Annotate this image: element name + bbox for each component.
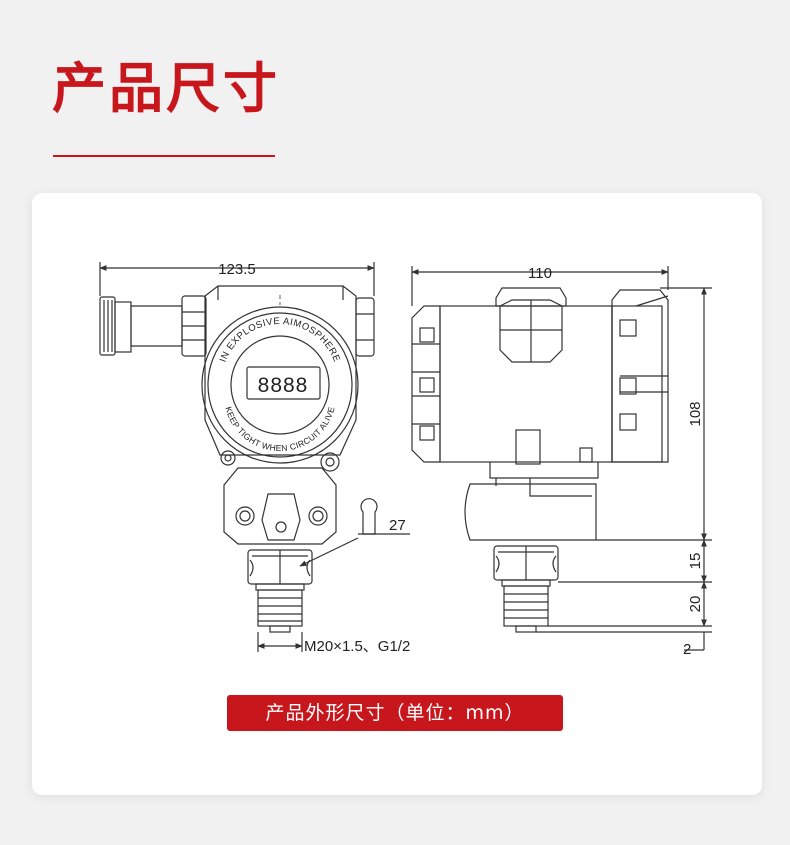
dim-thread-length: 20	[687, 596, 704, 613]
dim-front-width: 123.5	[218, 261, 256, 278]
side-dimensions	[411, 266, 712, 651]
ring-text-bottom: KEEP TIGHT WHEN CIRCUIT ALIVE	[223, 405, 336, 453]
display-digits: 8888	[258, 374, 309, 397]
front-view	[99, 285, 375, 633]
dim-body-height: 108	[687, 401, 704, 426]
dim-thread: M20×1.5、G1/2	[304, 638, 410, 655]
dim-wrench: 27	[389, 517, 406, 534]
front-dimensions	[99, 262, 410, 652]
dim-neck-height: 15	[687, 553, 704, 570]
page-title: 产品尺寸	[52, 57, 280, 120]
diagram-card	[32, 193, 762, 795]
ring-text-top: IN EXPLOSIVE AIMOSPHERE	[218, 316, 342, 364]
title-underline	[53, 155, 275, 157]
side-view	[411, 287, 669, 633]
dim-bottom-gap: 2	[683, 641, 691, 658]
units-caption: 产品外形尺寸（单位：mm）	[227, 695, 563, 731]
dim-side-width: 110	[528, 265, 552, 282]
